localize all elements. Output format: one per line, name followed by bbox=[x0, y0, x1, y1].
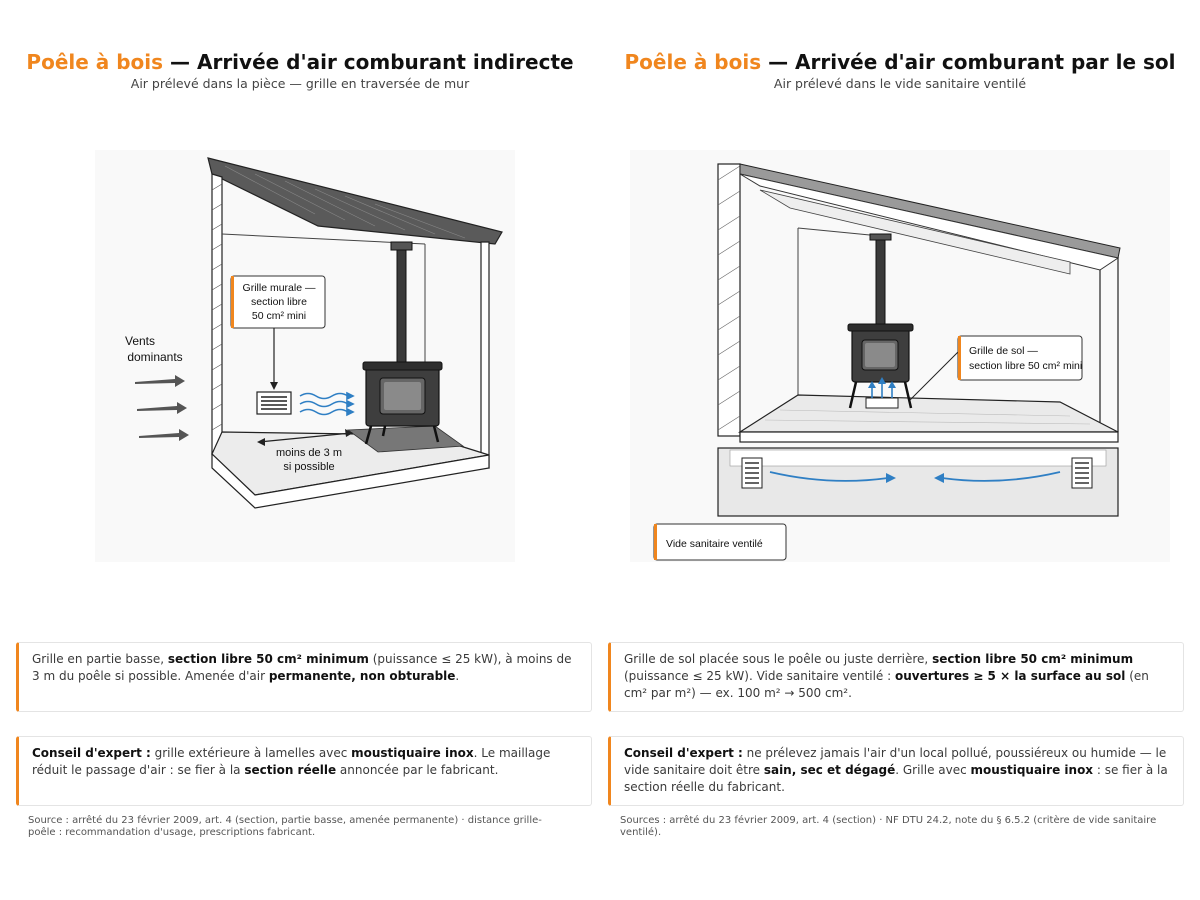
crawlspace-label: Vide sanitaire ventilé bbox=[666, 538, 763, 550]
grille-callout-line3: 50 cm² mini bbox=[252, 310, 306, 322]
stove-pipe bbox=[875, 235, 886, 329]
wind-arrows bbox=[135, 375, 189, 441]
right-tip-bold-2: moustiquaire inox bbox=[970, 763, 1094, 777]
grille-callout-line2: section libre bbox=[251, 296, 307, 308]
wall-grille bbox=[256, 391, 292, 415]
distance-arrow bbox=[258, 432, 352, 443]
right-panel: Poêle à bois — Arrivée d'air comburant p… bbox=[600, 0, 1200, 900]
right-source-note: Sources : arrêté du 23 février 2009, art… bbox=[620, 815, 1157, 838]
left-title-rest: — Arrivée d'air comburant indirecte bbox=[163, 50, 574, 74]
left-tip-text-3: annoncée par le fabricant. bbox=[336, 763, 499, 777]
right-title-accent: Poêle à bois bbox=[624, 50, 762, 74]
wall-grille-diagram: Grille murale — section libre 50 cm² min… bbox=[95, 150, 515, 562]
right-info-text-3: (en cm² par m²) — ex. 100 m² → 500 cm². bbox=[624, 669, 1149, 700]
winds-label-line1: Vents bbox=[125, 334, 155, 348]
right-tip-text-2: . Grille avec bbox=[895, 763, 971, 777]
left-tip-bold-1: moustiquaire inox bbox=[351, 746, 474, 760]
left-tip-text-1: grille extérieure à lamelles avec bbox=[150, 746, 352, 760]
floor-callout-line2: section libre 50 cm² mini bbox=[969, 360, 1082, 372]
floor-grille-diagram: Grille de sol — section libre 50 cm² min… bbox=[630, 150, 1170, 562]
right-tip-bold-1: sain, sec et dégagé bbox=[763, 763, 896, 777]
left-tip-bold-2: section réelle bbox=[244, 763, 337, 777]
distance-label-line2: si possible bbox=[283, 461, 334, 473]
winds-label-line2: dominants bbox=[127, 350, 182, 364]
grille-callout-line1: Grille murale — bbox=[243, 282, 316, 294]
right-illustration: Grille de sol — section libre 50 cm² min… bbox=[630, 150, 1170, 562]
left-panel: Poêle à bois — Arrivée d'air comburant i… bbox=[0, 50, 600, 838]
crawlspace-airflow bbox=[769, 471, 1061, 482]
floor-grille bbox=[865, 397, 899, 409]
right-info-text-1: Grille de sol placée sous le poêle ou ju… bbox=[624, 652, 933, 666]
roof-shape bbox=[207, 157, 503, 245]
left-wall bbox=[211, 173, 223, 456]
crawlspace-vent-left bbox=[741, 457, 763, 489]
distance-label-line1: moins de 3 m bbox=[276, 447, 342, 459]
airflow-waves bbox=[299, 391, 355, 417]
left-info-text-2: (puissance ≤ 25 kW), à moins de 3 m du p… bbox=[32, 652, 572, 683]
right-info-text-2: (puissance ≤ 25 kW). Vide sanitaire vent… bbox=[624, 669, 895, 683]
right-info-bold-1: section libre 50 cm² minimum bbox=[932, 652, 1134, 666]
left-subtitle: Air prélevé dans la pièce — grille en tr… bbox=[130, 76, 470, 91]
left-info-text-1: Grille en partie basse, bbox=[32, 652, 168, 666]
left-wall bbox=[717, 163, 741, 437]
left-info-bold-2: permanente, non obturable bbox=[268, 669, 456, 683]
right-tip-text-1: ne prélevez jamais l'air d'un local poll… bbox=[624, 746, 1167, 777]
wood-stove bbox=[362, 361, 443, 445]
left-tip-label: Conseil d'expert : bbox=[32, 746, 151, 760]
right-tip-card: Conseil d'expert : ne prélevez jamais l'… bbox=[608, 736, 1184, 806]
left-source-note: Source : arrêté du 23 février 2009, art.… bbox=[28, 815, 542, 838]
right-info-bold-2: ouvertures ≥ 5 × la surface au sol bbox=[895, 669, 1126, 683]
right-tip-text-3: : se fier à la section réelle du fabrica… bbox=[624, 763, 1168, 794]
left-title: Poêle à bois — Arrivée d'air comburant i… bbox=[0, 50, 600, 74]
left-tip-text-2: . Le maillage réduit le passage d'air : … bbox=[32, 746, 551, 777]
right-title-rest: — Arrivée d'air comburant par le sol bbox=[761, 50, 1176, 74]
wood-stove bbox=[847, 323, 914, 409]
right-info-card: Grille de sol placée sous le poêle ou ju… bbox=[608, 642, 1184, 712]
crawlspace-vent-right bbox=[1071, 457, 1093, 489]
left-tip-card: Conseil d'expert : grille extérieure à l… bbox=[16, 736, 592, 806]
left-info-text-3: . bbox=[455, 669, 460, 683]
floor-callout-line1: Grille de sol — bbox=[969, 345, 1038, 357]
stove-pipe bbox=[396, 247, 407, 367]
left-illustration: Grille murale — section libre 50 cm² min… bbox=[95, 150, 515, 562]
right-title: Poêle à bois — Arrivée d'air comburant p… bbox=[600, 50, 1200, 74]
right-subtitle: Air prélevé dans le vide sanitaire venti… bbox=[773, 76, 1027, 91]
left-info-bold-1: section libre 50 cm² minimum bbox=[167, 652, 369, 666]
floor-grille-callout-box bbox=[957, 335, 1083, 381]
right-tip-label: Conseil d'expert : bbox=[624, 746, 743, 760]
hearth-plate bbox=[346, 425, 465, 453]
left-info-card: Grille en partie basse, section libre 50… bbox=[16, 642, 592, 712]
left-title-accent: Poêle à bois bbox=[26, 50, 164, 74]
